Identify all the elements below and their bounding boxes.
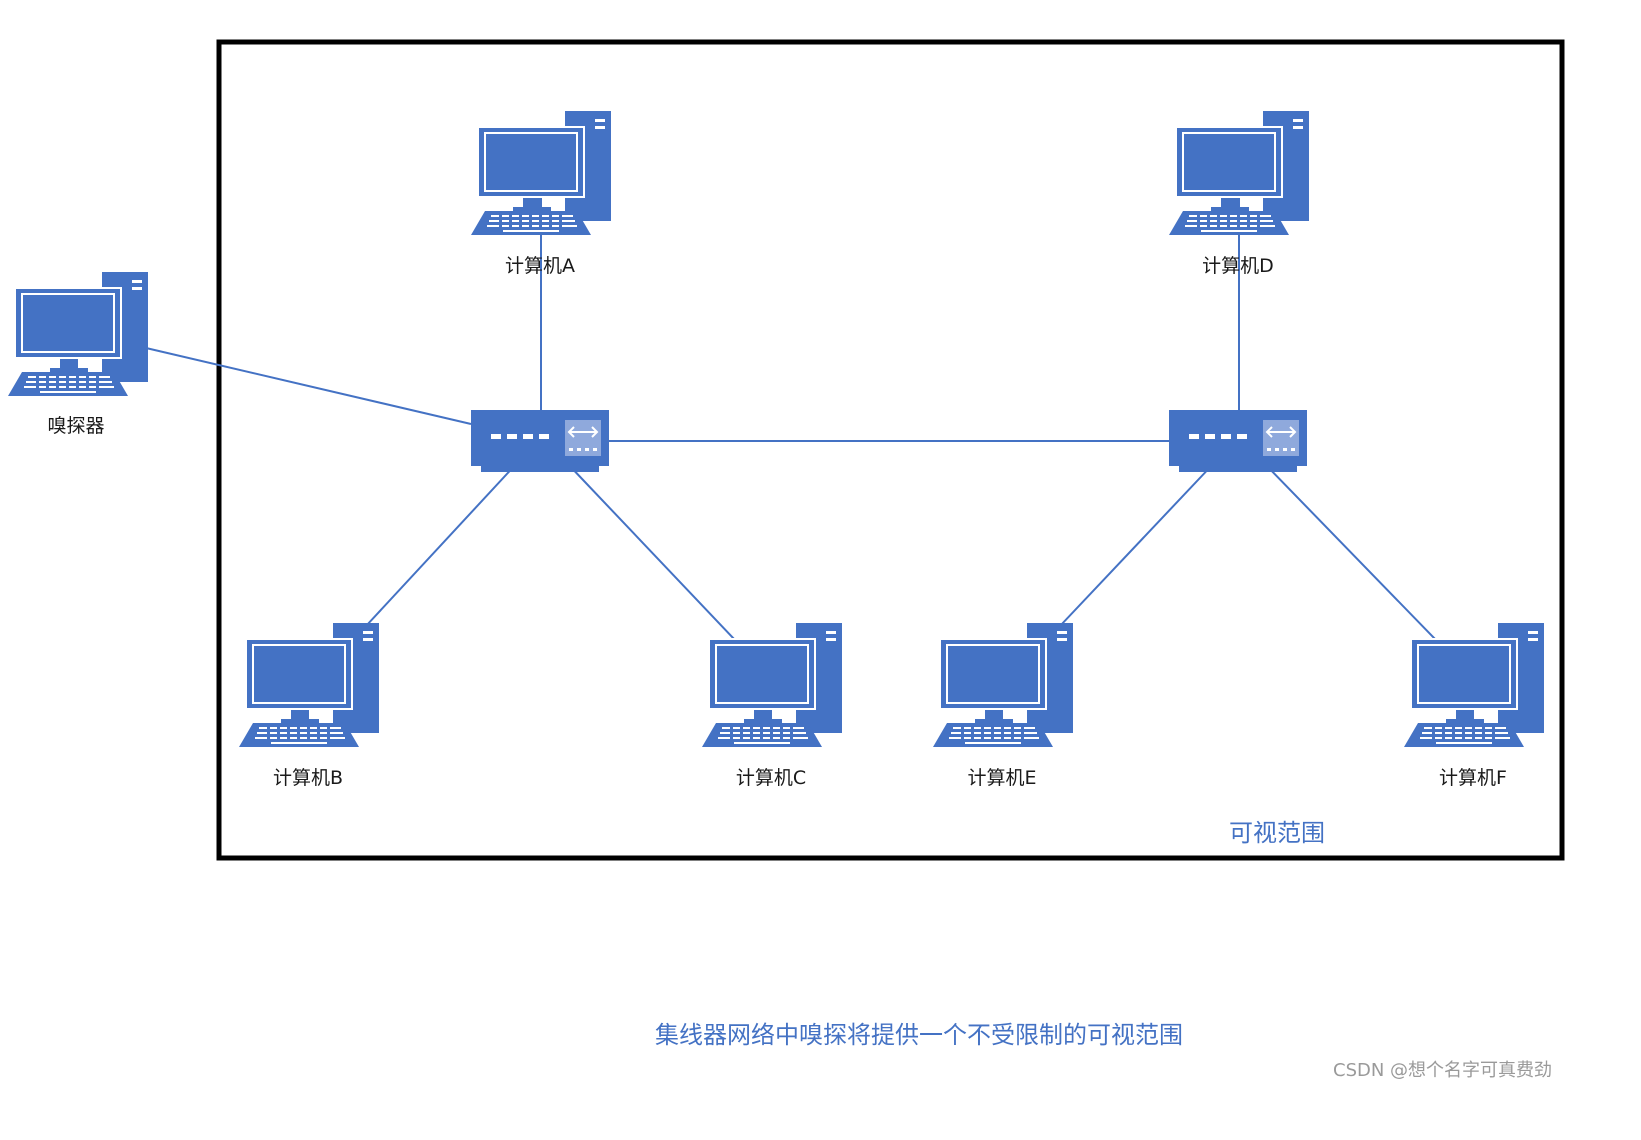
visible-range-frame bbox=[216, 39, 1565, 861]
link-hub-right-pc-e bbox=[1059, 461, 1216, 627]
computer-b-icon bbox=[238, 622, 380, 748]
computer-b-label: 计算机B bbox=[272, 767, 344, 789]
watermark: CSDN @想个名字可真费劲 bbox=[1333, 1060, 1553, 1081]
sniffer-computer-icon bbox=[7, 271, 149, 397]
link-hub-left-pc-b bbox=[365, 461, 519, 627]
computer-a-icon bbox=[470, 110, 612, 236]
computer-a-label: 计算机A bbox=[505, 255, 575, 277]
computer-d-icon bbox=[1168, 110, 1310, 236]
link-sniffer-hub-left bbox=[145, 347, 472, 425]
hub-left-icon bbox=[470, 409, 610, 473]
computer-e-icon bbox=[932, 622, 1074, 748]
sniffer-label: 嗅探器 bbox=[47, 415, 105, 437]
computer-d-label: 计算机D bbox=[1202, 255, 1274, 277]
computer-f-icon bbox=[1403, 622, 1545, 748]
hub-right-icon bbox=[1168, 409, 1308, 473]
link-hub-right-pc-f bbox=[1262, 461, 1437, 641]
diagram-caption: 集线器网络中嗅探将提供一个不受限制的可视范围 bbox=[655, 1021, 1183, 1049]
computer-c-icon bbox=[701, 622, 843, 748]
computer-e-label: 计算机E bbox=[967, 767, 1037, 789]
computer-f-label: 计算机F bbox=[1439, 767, 1507, 789]
link-hub-left-pc-c bbox=[565, 461, 736, 641]
computer-c-label: 计算机C bbox=[735, 767, 807, 789]
visible-range-label: 可视范围 bbox=[1229, 819, 1325, 847]
